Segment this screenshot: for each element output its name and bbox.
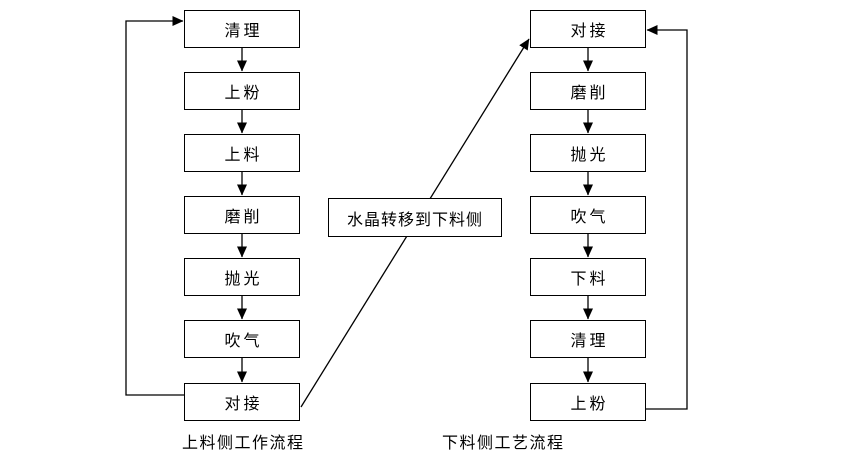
- flow-step-box: 吹气: [530, 196, 646, 234]
- transfer-note-box: 水晶转移到下料侧: [328, 198, 502, 237]
- left-flow-caption: 上料侧工作流程: [182, 435, 305, 452]
- flow-step-box: 磨削: [530, 72, 646, 110]
- flow-step-box: 上料: [184, 134, 300, 172]
- left-feedback-loop-arrow: [125, 16, 184, 396]
- flow-step-box: 抛光: [184, 258, 300, 296]
- flow-step-box: 清理: [530, 320, 646, 358]
- flow-step-box: 吹气: [184, 320, 300, 358]
- right-feedback-loop-arrow: [646, 25, 688, 410]
- flow-step-box: 对接: [184, 383, 300, 421]
- flow-step-box: 对接: [530, 10, 646, 48]
- flow-step-box: 抛光: [530, 134, 646, 172]
- right-flow-caption: 下料侧工艺流程: [442, 435, 565, 452]
- flow-step-box: 磨削: [184, 196, 300, 234]
- flow-step-box: 下料: [530, 258, 646, 296]
- flow-step-box: 上粉: [530, 383, 646, 421]
- flow-step-box: 清理: [184, 10, 300, 48]
- flow-step-box: 上粉: [184, 72, 300, 110]
